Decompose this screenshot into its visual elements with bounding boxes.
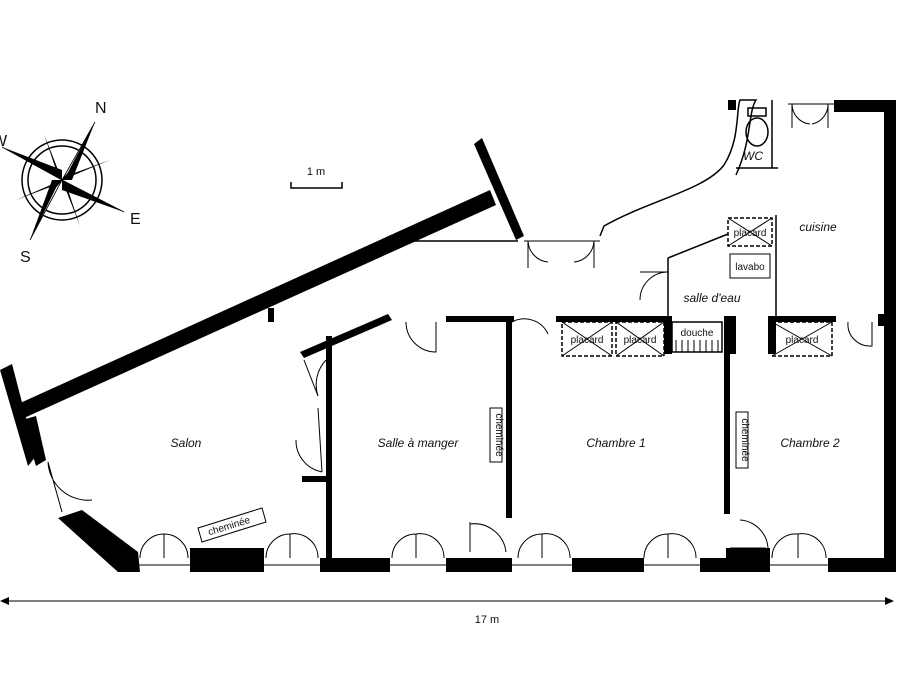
fixture-label-placard-cuisine: placard bbox=[734, 228, 767, 239]
scale-bar: 1 m bbox=[290, 166, 343, 189]
room-label-chambre-2: Chambre 2 bbox=[780, 436, 840, 450]
scale-label: 1 m bbox=[307, 166, 325, 178]
closets bbox=[561, 217, 833, 357]
fireplaces bbox=[197, 407, 749, 543]
room-label-wc: WC bbox=[743, 149, 763, 163]
compass-north-label: N bbox=[95, 100, 107, 117]
compass-west-label: W bbox=[0, 133, 8, 150]
fixture-label-douche: douche bbox=[681, 328, 714, 339]
room-labels: Salon Salle à manger Chambre 1 Chambre 2… bbox=[171, 149, 840, 450]
fixture-label-placard-2: placard bbox=[624, 335, 657, 346]
walls bbox=[0, 99, 896, 572]
room-label-salle-deau: salle d'eau bbox=[684, 291, 741, 305]
compass-south-label: S bbox=[20, 249, 31, 266]
doors bbox=[47, 103, 873, 566]
fixture-label-placard-1: placard bbox=[571, 335, 604, 346]
fixture-label-lavabo: lavabo bbox=[735, 262, 765, 273]
fixture-label-cheminee-chambre-2: cheminée bbox=[739, 418, 750, 462]
compass-east-label: E bbox=[130, 211, 141, 228]
compass-rose: N E S W bbox=[0, 100, 141, 266]
room-label-salon: Salon bbox=[171, 436, 202, 450]
overall-dimension-label: 17 m bbox=[475, 614, 499, 626]
room-label-salle-a-manger: Salle à manger bbox=[378, 436, 460, 450]
toilet-fixture bbox=[745, 107, 769, 147]
room-label-chambre-1: Chambre 1 bbox=[586, 436, 645, 450]
overall-dimension: 17 m bbox=[0, 597, 894, 626]
fixture-label-placard-3: placard bbox=[786, 335, 819, 346]
room-label-cuisine: cuisine bbox=[799, 220, 837, 234]
fixture-label-cheminee-salle-a-manger: cheminée bbox=[493, 413, 504, 457]
